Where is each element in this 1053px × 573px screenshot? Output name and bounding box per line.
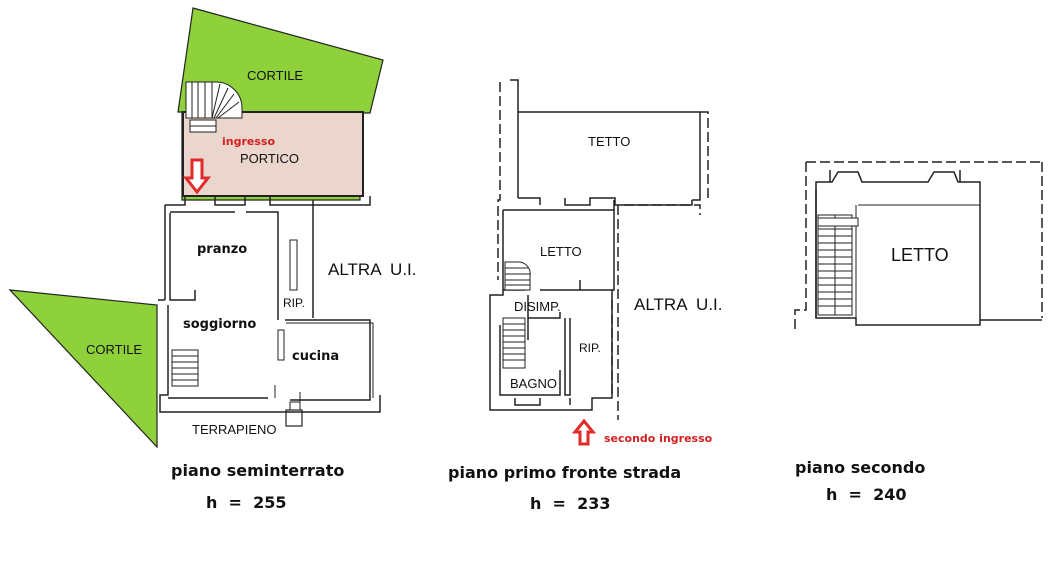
staircase-icon: [171, 349, 199, 387]
room-label-pranzo: pranzo: [197, 242, 247, 257]
first-floor-plan: TETTO LETTO ALTRA U.I. DISIMP. RIP. BAGN…: [489, 79, 723, 446]
first-floor-walls: [489, 79, 709, 420]
entrance-label: ingresso: [222, 135, 275, 148]
height-first-floor: h = 233: [530, 494, 610, 513]
room-label-tetto: TETTO: [588, 134, 630, 149]
caption-first-floor: piano primo fronte strada: [448, 463, 681, 482]
caption-second-floor: piano secondo: [795, 458, 925, 477]
room-label-altra-ui: ALTRA U.I.: [328, 260, 417, 279]
staircase-icon: [185, 81, 243, 133]
basement-walls: [158, 196, 381, 427]
arrow-down-icon: [182, 158, 212, 195]
room-label-cortile-left: CORTILE: [86, 342, 142, 357]
room-label-letto: LETTO: [540, 244, 582, 259]
courtyard-left-area: [8, 289, 158, 449]
room-label-altra-ui: ALTRA U.I.: [634, 295, 723, 314]
room-label-rip: RIP.: [283, 296, 305, 310]
room-label-cortile-top: CORTILE: [247, 68, 303, 83]
second-entrance-label: secondo ingresso: [604, 432, 713, 445]
room-label-disimp: DISIMP.: [514, 299, 561, 314]
basement-plan: CORTILE ingresso PORTICO pranzo ALTRA U.…: [8, 7, 417, 449]
room-label-letto: LETTO: [891, 245, 949, 265]
height-second-floor: h = 240: [826, 485, 906, 504]
second-floor-walls: [794, 161, 1043, 330]
room-label-rip: RIP.: [579, 341, 601, 355]
room-label-soggiorno: soggiorno: [183, 317, 256, 332]
staircase-icon: [504, 261, 531, 291]
height-basement: h = 255: [206, 493, 286, 512]
room-label-portico: PORTICO: [240, 151, 299, 166]
second-floor-plan: LETTO: [794, 161, 1043, 330]
arrow-up-icon: [571, 418, 597, 446]
room-label-bagno: BAGNO: [510, 376, 557, 391]
staircase-icon: [817, 214, 859, 316]
room-label-terrapieno: TERRAPIENO: [192, 422, 277, 437]
staircase-icon: [502, 317, 526, 369]
room-label-cucina: cucina: [292, 349, 339, 364]
caption-basement: piano seminterrato: [171, 461, 344, 480]
